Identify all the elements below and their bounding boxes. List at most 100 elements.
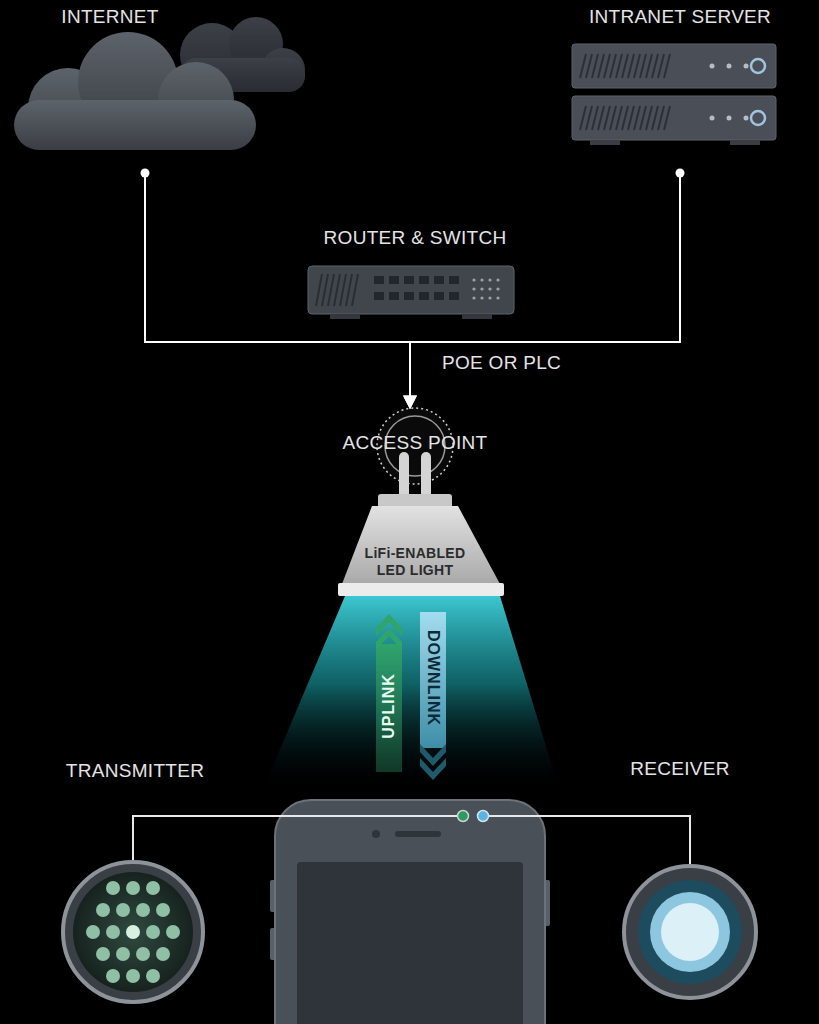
router-ports xyxy=(374,276,459,300)
power-ring xyxy=(751,111,765,125)
cloud-base xyxy=(14,100,256,150)
downlink-label: DOWNLINK xyxy=(424,630,442,726)
node-label: ROUTER & SWITCH xyxy=(295,227,535,249)
downlink-arrow xyxy=(420,612,446,780)
downlink-chevron xyxy=(420,758,446,780)
receiver-lens xyxy=(650,892,730,972)
led xyxy=(496,287,499,290)
led-dot xyxy=(126,969,140,983)
receiver-photodiode xyxy=(478,811,489,822)
transmitter-face xyxy=(73,872,193,992)
led xyxy=(472,287,475,290)
led-dot xyxy=(106,969,120,983)
led xyxy=(472,278,475,281)
led xyxy=(480,278,483,281)
status-dot xyxy=(727,116,732,121)
server-rack xyxy=(572,44,776,145)
led xyxy=(488,296,491,299)
port xyxy=(404,292,414,300)
led-dot xyxy=(116,947,130,961)
receiver-lens xyxy=(638,880,742,984)
access-point-node: ACCESS POINTLiFi-ENABLED LED LIGHT xyxy=(330,408,500,596)
server-foot xyxy=(590,140,620,145)
node-label: LiFi-ENABLED LED LIGHT xyxy=(363,545,467,579)
server-unit xyxy=(572,44,776,88)
led-dot xyxy=(126,881,140,895)
router-node: ROUTER & SWITCH xyxy=(305,222,515,320)
led-dot xyxy=(156,903,170,917)
led-dot xyxy=(146,925,160,939)
edge-label: POE OR PLC xyxy=(442,352,561,374)
node-label: INTERNET xyxy=(10,6,210,28)
node-label: RECEIVER xyxy=(580,758,780,780)
led xyxy=(496,296,499,299)
bulb-neck xyxy=(378,494,452,508)
uplink-arrow xyxy=(376,614,402,772)
server-foot xyxy=(730,140,760,145)
led-dot xyxy=(96,947,110,961)
port xyxy=(404,276,414,284)
status-dot xyxy=(744,116,749,121)
router-grille xyxy=(316,274,358,306)
node-label: ACCESS POINT xyxy=(310,432,520,454)
port xyxy=(434,276,444,284)
leader-line xyxy=(133,816,457,862)
status-dot xyxy=(727,64,732,69)
port xyxy=(374,292,384,300)
leader-line xyxy=(489,816,690,866)
port xyxy=(374,276,384,284)
cloud-node: INTERNET xyxy=(10,0,310,173)
receiver-lens xyxy=(661,903,719,961)
bulb-body xyxy=(342,506,500,584)
node-label: TRANSMITTER xyxy=(25,760,245,782)
server-unit xyxy=(572,96,776,140)
led xyxy=(496,278,499,281)
led-dot xyxy=(96,903,110,917)
router-device xyxy=(308,266,514,319)
led-array xyxy=(86,881,180,983)
receiver-node: RECEIVER xyxy=(600,756,780,1006)
receiver-icon xyxy=(624,866,756,998)
led xyxy=(488,278,491,281)
line-dot xyxy=(141,169,150,178)
transmitter-ring xyxy=(63,862,203,1002)
transmitter-led xyxy=(458,811,469,822)
uplink-label: UPLINK xyxy=(380,673,398,739)
led-dot xyxy=(106,881,120,895)
port xyxy=(419,276,429,284)
led xyxy=(472,296,475,299)
transmitter-icon xyxy=(63,862,203,1002)
led-dot xyxy=(156,947,170,961)
smartphone xyxy=(270,800,550,1024)
led-dot xyxy=(136,903,150,917)
connector xyxy=(410,173,680,408)
led-dot xyxy=(166,925,180,939)
router-foot xyxy=(330,314,360,319)
port xyxy=(419,292,429,300)
downlink-strip xyxy=(420,612,446,748)
power-ring xyxy=(751,59,765,73)
receiver-ring xyxy=(624,866,756,998)
port xyxy=(449,292,459,300)
port xyxy=(389,276,399,284)
cloud-front xyxy=(14,32,256,150)
port xyxy=(389,292,399,300)
led-dot xyxy=(116,903,130,917)
port xyxy=(449,276,459,284)
router-leds xyxy=(472,278,499,299)
router-foot xyxy=(462,314,492,319)
bulb-rim xyxy=(338,583,504,596)
led-dot xyxy=(146,969,160,983)
status-dot xyxy=(710,64,715,69)
led xyxy=(480,296,483,299)
connector xyxy=(145,173,410,408)
status-dot xyxy=(710,116,715,121)
status-dot xyxy=(744,64,749,69)
node-label: INTRANET SERVER xyxy=(555,6,805,28)
server-grille xyxy=(580,106,670,130)
uplink-chevron xyxy=(376,628,402,650)
phone-screen xyxy=(297,862,523,1024)
server-node: INTRANET SERVER xyxy=(565,0,780,173)
